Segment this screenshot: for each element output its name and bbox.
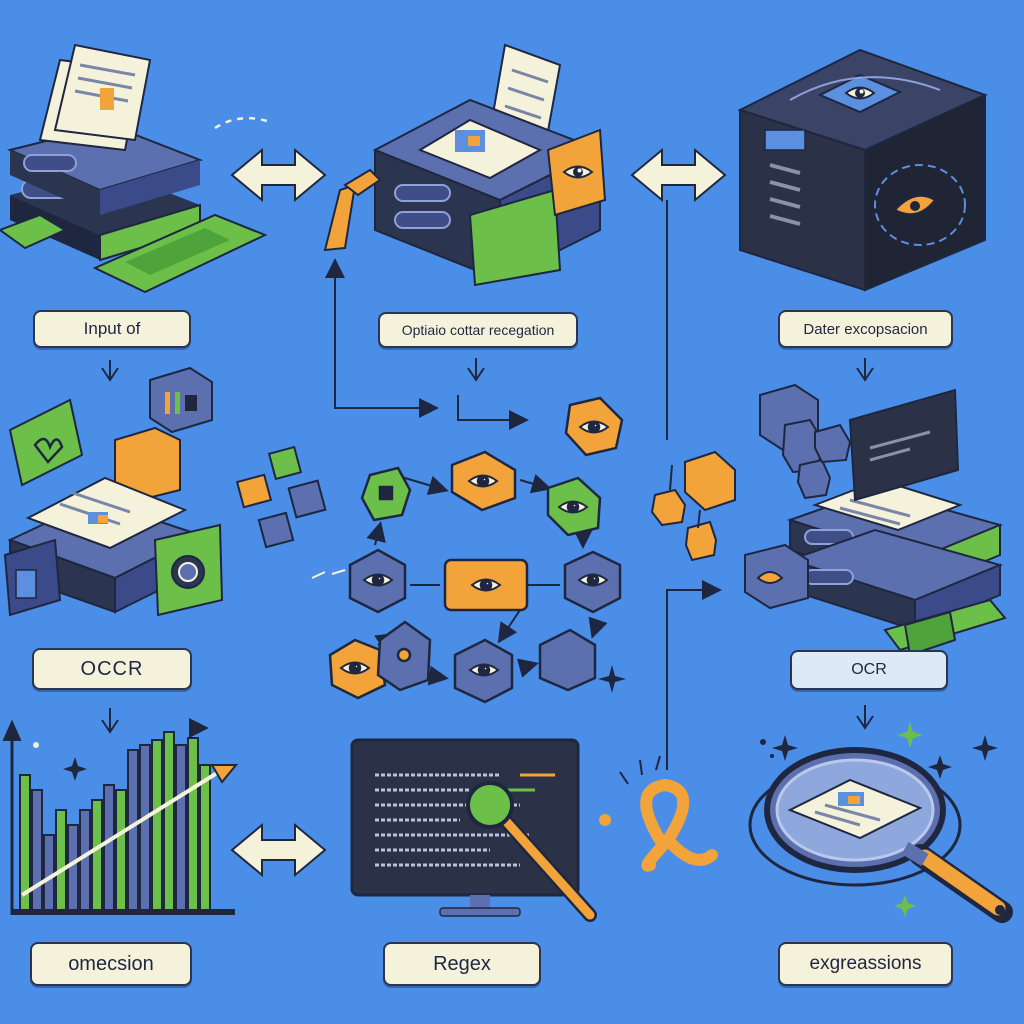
dot	[770, 754, 774, 758]
dot	[33, 742, 39, 748]
label-regex: Regex	[383, 942, 541, 986]
label-input: Input of	[33, 310, 191, 348]
ocr-machine-icon	[3, 366, 224, 617]
ocr-scanner-icon	[372, 43, 607, 287]
label-ocr-right: OCR	[790, 650, 948, 690]
double-arrow-icon	[230, 147, 327, 203]
double-arrow-icon	[230, 822, 327, 878]
magnifier-icon	[748, 747, 1013, 923]
sparkle-icon	[772, 735, 998, 779]
dashed-mark	[311, 569, 346, 579]
dot	[760, 739, 766, 745]
magnifier-icon	[466, 781, 597, 922]
orange-bracket-icon	[323, 168, 382, 252]
sparkle-icon	[598, 665, 626, 693]
down-arrows	[101, 358, 874, 734]
sparkle-icon	[63, 757, 87, 781]
dashed-arc	[214, 116, 271, 130]
label-expressions: exgreassions	[778, 942, 953, 986]
label-data-extraction: Dater excopsacion	[778, 310, 953, 348]
input-printer-icon	[6, 43, 204, 262]
monitor-icon	[350, 738, 580, 917]
cube-icon-cluster	[235, 445, 327, 549]
knot-icon	[599, 755, 718, 872]
data-box-icon	[737, 48, 988, 292]
label-optical-recognition: Optiaio cottar recegation	[378, 312, 578, 348]
chart-icon	[2, 719, 239, 915]
double-arrow-icon	[630, 147, 727, 203]
hex-eye-nodes	[328, 396, 624, 704]
label-omecsion: omecsion	[30, 942, 192, 986]
label-ocr-left: OCCR	[32, 648, 192, 690]
keyboard-icon	[0, 213, 268, 294]
connector-lines	[325, 200, 722, 770]
sparkle-icon	[894, 722, 923, 917]
server-monitor-icon	[744, 383, 1007, 657]
link-cubes-icon	[650, 450, 736, 562]
